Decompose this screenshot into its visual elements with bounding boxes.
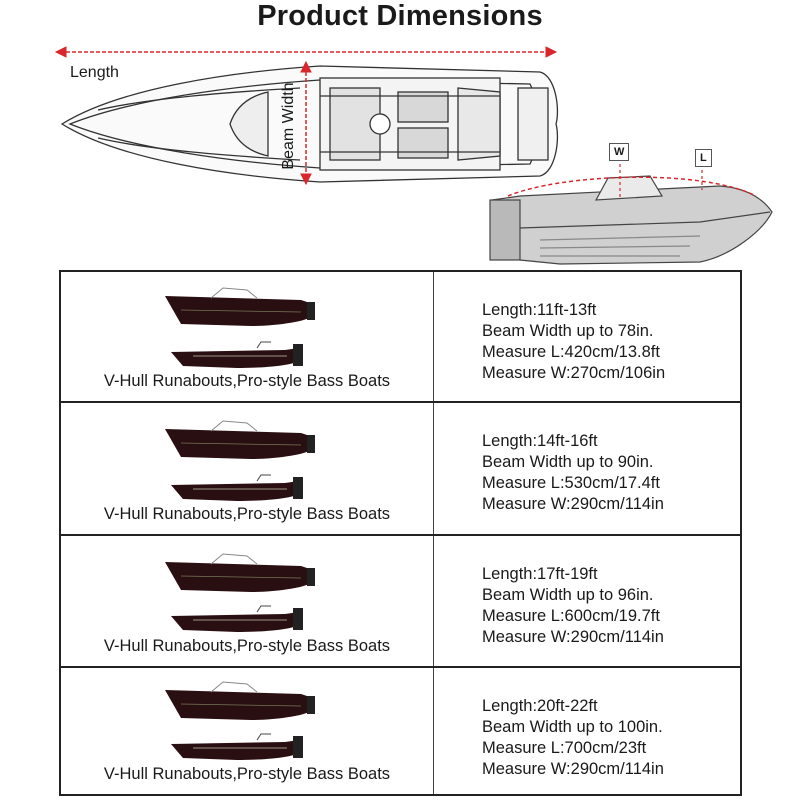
beam-width-label: Beam Width: [280, 82, 297, 170]
runabout-icon: [165, 681, 315, 720]
size-specs: Length:14ft-16ft Beam Width up to 90in. …: [482, 431, 664, 515]
side-view-boat: [489, 158, 773, 265]
bass-boat-icon: [171, 733, 303, 760]
measure-l: Measure L:600cm/19.7ft: [482, 607, 660, 625]
measure-w: Measure W:270cm/106in: [482, 364, 666, 382]
length-arrow: [54, 46, 558, 58]
boat-images: V-Hull Runabouts,Pro-style Bass Boats: [61, 272, 433, 401]
beam-width: Beam Width up to 96in.: [482, 586, 654, 604]
runabout-icon: [165, 287, 315, 326]
measure-l: Measure L:700cm/23ft: [482, 739, 647, 757]
size-row: V-Hull Runabouts,Pro-style Bass Boats Le…: [61, 668, 740, 794]
bass-boat-icon: [171, 605, 303, 632]
size-specs: Length:17ft-19ft Beam Width up to 96in. …: [482, 564, 664, 648]
bass-boat-icon: [171, 341, 303, 368]
boat-type-caption: V-Hull Runabouts,Pro-style Bass Boats: [103, 637, 391, 655]
size-specs: Length:20ft-22ft Beam Width up to 100in.…: [482, 696, 664, 780]
size-table: V-Hull Runabouts,Pro-style Bass Boats Le…: [59, 270, 742, 796]
boat-type-caption: V-Hull Runabouts,Pro-style Bass Boats: [103, 372, 391, 390]
size-row: V-Hull Runabouts,Pro-style Bass Boats Le…: [61, 272, 740, 403]
column-divider: [433, 403, 434, 534]
beam-width-arrow: [300, 60, 312, 186]
beam-width: Beam Width up to 78in.: [482, 322, 654, 340]
length-range: Length:14ft-16ft: [482, 432, 598, 450]
length-range: Length:20ft-22ft: [482, 697, 598, 715]
measure-l: Measure L:420cm/13.8ft: [482, 343, 660, 361]
length-range: Length:17ft-19ft: [482, 565, 598, 583]
w-tag: W: [609, 143, 630, 161]
boat-images: V-Hull Runabouts,Pro-style Bass Boats: [61, 668, 433, 794]
column-divider: [433, 272, 434, 401]
top-view-boat: [60, 65, 559, 183]
page-title: Product Dimensions: [257, 0, 543, 32]
measure-l: Measure L:530cm/17.4ft: [482, 474, 660, 492]
bass-boat-icon: [171, 474, 303, 501]
l-tag: L: [695, 149, 712, 167]
measure-w: Measure W:290cm/114in: [482, 760, 664, 778]
column-divider: [433, 536, 434, 666]
runabout-icon: [165, 553, 315, 592]
runabout-icon: [165, 420, 315, 459]
boat-type-caption: V-Hull Runabouts,Pro-style Bass Boats: [103, 505, 391, 523]
size-row: V-Hull Runabouts,Pro-style Bass Boats Le…: [61, 403, 740, 536]
measure-w: Measure W:290cm/114in: [482, 628, 664, 646]
boat-type-caption: V-Hull Runabouts,Pro-style Bass Boats: [103, 765, 391, 783]
boat-silhouettes: [165, 681, 315, 760]
beam-width: Beam Width up to 90in.: [482, 453, 654, 471]
boat-diagram: [54, 46, 773, 265]
boat-silhouettes: [165, 553, 315, 632]
column-divider: [433, 668, 434, 794]
boat-images: V-Hull Runabouts,Pro-style Bass Boats: [61, 403, 433, 534]
length-range: Length:11ft-13ft: [482, 301, 597, 319]
beam-width: Beam Width up to 100in.: [482, 718, 663, 736]
length-label: Length: [70, 64, 119, 81]
size-row: V-Hull Runabouts,Pro-style Bass Boats Le…: [61, 536, 740, 668]
measure-w: Measure W:290cm/114in: [482, 495, 664, 513]
boat-silhouettes: [165, 420, 315, 501]
boat-images: V-Hull Runabouts,Pro-style Bass Boats: [61, 536, 433, 666]
size-specs: Length:11ft-13ft Beam Width up to 78in. …: [482, 300, 665, 384]
boat-silhouettes: [165, 287, 315, 368]
